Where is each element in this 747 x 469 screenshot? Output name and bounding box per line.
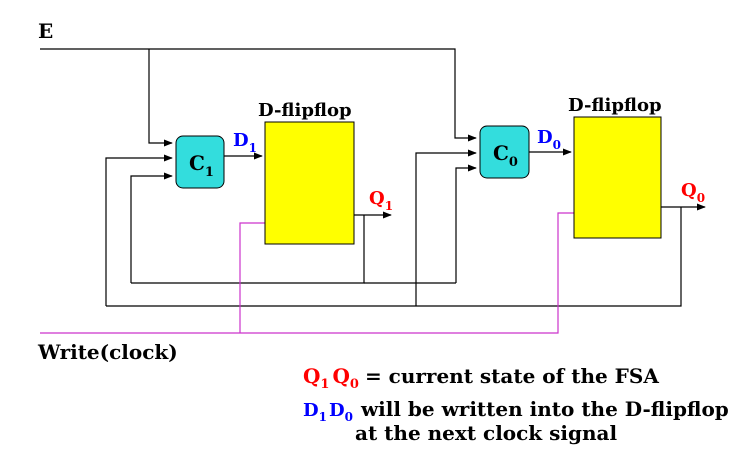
flipflop-1-label: D-flipflop bbox=[258, 100, 352, 121]
d1-label: D1 bbox=[233, 130, 257, 155]
d0-label: D0 bbox=[537, 127, 561, 152]
flipflop-0 bbox=[573, 116, 662, 239]
combo-block-c1 bbox=[175, 135, 225, 189]
q0-label: Q0 bbox=[681, 180, 705, 205]
feedback-wires-c0 bbox=[415, 149, 477, 306]
feedback-wires-c1 bbox=[105, 154, 173, 306]
input-label: E bbox=[38, 19, 53, 43]
clock-wire bbox=[40, 212, 574, 334]
input-e-wire bbox=[40, 48, 477, 147]
caption-line-3: at the next clock signal bbox=[355, 421, 617, 445]
q1-label: Q1 bbox=[369, 188, 393, 213]
clock-label: Write(clock) bbox=[37, 340, 178, 364]
combo-block-c0 bbox=[479, 125, 530, 179]
flipflop-1 bbox=[264, 121, 355, 245]
d-wires bbox=[224, 148, 572, 160]
combo-c1-label: C1 bbox=[189, 151, 214, 180]
flipflop-0-label: D-flipflop bbox=[568, 95, 662, 116]
q0-feedback-wire bbox=[106, 203, 706, 307]
combo-c0-label: C0 bbox=[493, 141, 518, 170]
